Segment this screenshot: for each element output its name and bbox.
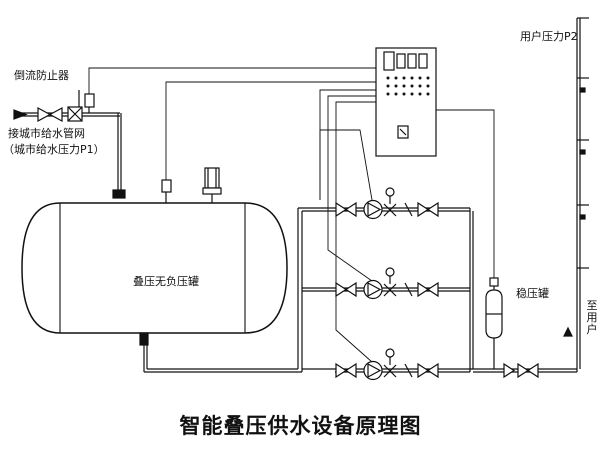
municipal-network-label: 接城市给水管网 (8, 127, 85, 140)
surge-tank-icon (485, 277, 503, 369)
diagram-title: 智能叠压供水设备原理图 (179, 413, 422, 438)
pump-row-1 (335, 187, 474, 372)
pump-wiring (319, 129, 373, 363)
inlet-pressure-sensor-icon (84, 93, 95, 113)
inlet-valve-icon (37, 106, 63, 123)
tank-label: 叠压无负压罐 (133, 275, 199, 288)
suction-header (144, 207, 335, 373)
control-cabinet (375, 47, 437, 157)
vacuum-suppressor-icon (202, 167, 222, 203)
tank-top-sensor-icon (161, 179, 172, 203)
control-wires (88, 67, 495, 278)
outlet-header (470, 362, 577, 379)
to-user-label: 至用户 (586, 299, 598, 336)
tank-outlet (139, 332, 149, 372)
user-pressure-label: 用户压力P2 (520, 30, 578, 43)
municipal-pressure-label: （城市给水压力P1） (3, 143, 105, 156)
pump-row-2 (335, 267, 470, 300)
user-riser (563, 17, 589, 372)
pressure-tank (21, 202, 288, 334)
surge-tank-label: 稳压罐 (516, 287, 549, 300)
pump-row-3 (335, 348, 470, 381)
backflow-preventer-icon (67, 90, 83, 122)
backflow-preventer-label: 倒流防止器 (14, 69, 69, 82)
inlet-pipe (13, 109, 126, 199)
